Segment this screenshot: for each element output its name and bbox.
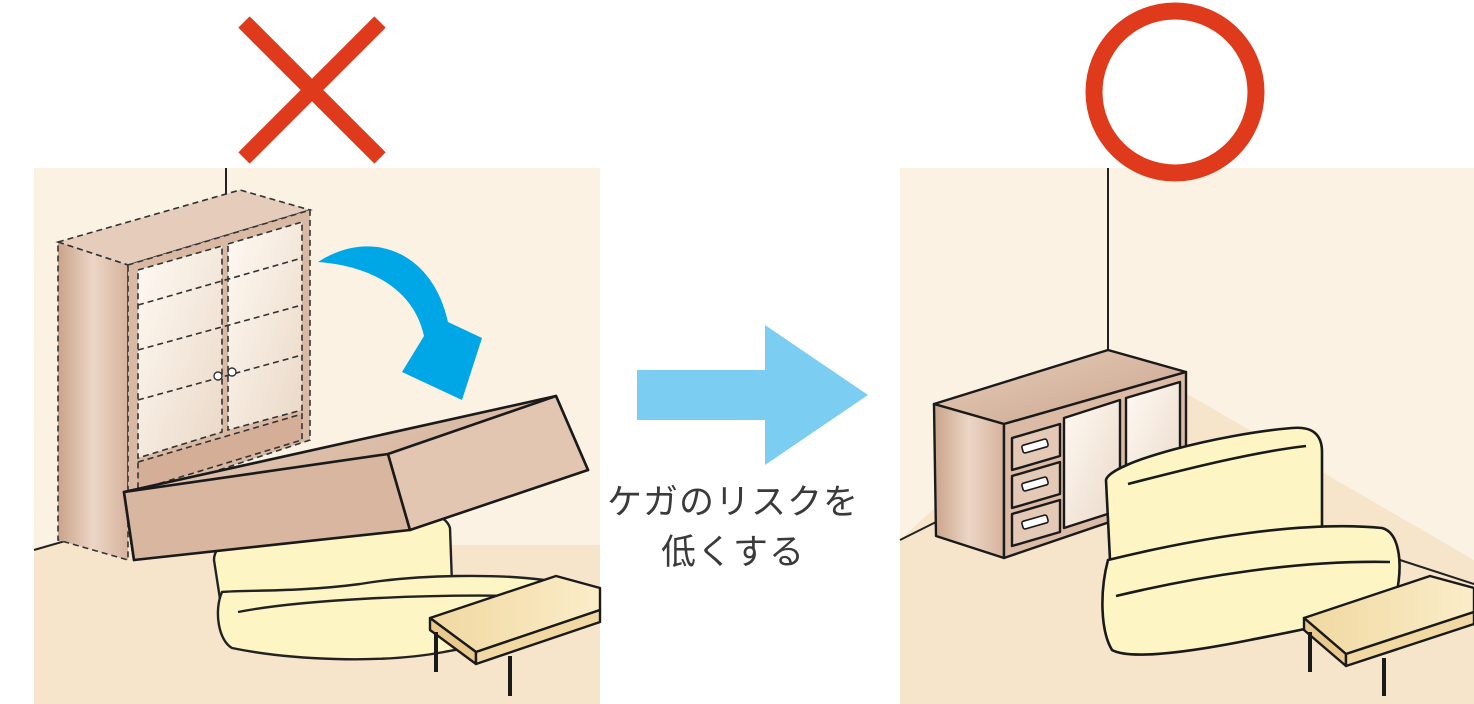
right-coffee-table — [1302, 574, 1474, 696]
cross-mark-icon — [238, 16, 386, 164]
cabinet-ghost-knobs — [213, 367, 237, 381]
transition-arrow — [637, 325, 868, 465]
right-baseboard-line-2 — [1399, 559, 1474, 585]
cabinet-original-position — [55, 189, 313, 562]
left-table-front-edge — [474, 608, 602, 666]
cabinet-ghost-glass-right — [227, 220, 303, 432]
right-table-front-edge — [1344, 610, 1474, 668]
cabinet-ghost-drawer — [137, 412, 303, 492]
cabinet-ghost-side — [57, 240, 129, 562]
sideboard-drawer-handles — [1021, 438, 1049, 530]
caption-line-2: 低くする — [660, 533, 805, 573]
circle-mark-icon — [1085, 2, 1265, 182]
right-sofa-back-seam — [1127, 444, 1307, 486]
cabinet-knob-left — [213, 371, 223, 381]
caption: ケガのリスクを 低くする — [598, 478, 868, 578]
drawer-handle-2 — [1021, 476, 1049, 492]
drawer-handle-3 — [1021, 514, 1049, 530]
caption-line-1: ケガのリスクを — [606, 483, 859, 523]
left-sofa-seat-line — [237, 594, 521, 614]
cabinet-knob-right — [227, 367, 237, 377]
drawer-handle-1 — [1021, 438, 1049, 454]
fallen-cabinet-end — [386, 394, 590, 532]
cabinet-ghost-shelf-2 — [137, 304, 303, 351]
fallen-cabinet — [122, 394, 590, 562]
right-sofa-seat-seam — [1115, 560, 1391, 598]
right-baseboard-line — [899, 521, 937, 541]
right-wall-back — [1108, 168, 1474, 560]
cabinet-ghost-shelf-1 — [137, 257, 303, 306]
cabinet-ghost-glass-left — [137, 244, 223, 460]
left-coffee-table — [428, 574, 602, 696]
sideboard-side — [932, 402, 1006, 560]
falling-direction-arrow — [318, 246, 482, 400]
